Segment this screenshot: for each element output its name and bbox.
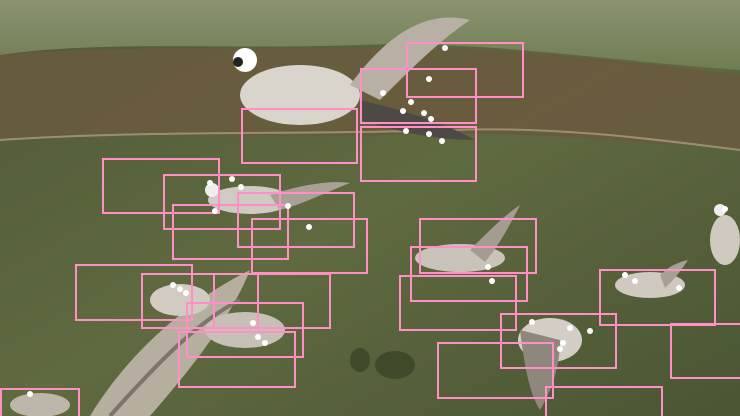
annotation-box — [361, 122, 477, 126]
keypoint — [212, 208, 218, 214]
goose-lower-left-wing — [90, 270, 285, 416]
keypoint — [622, 272, 628, 278]
cliff-band — [0, 47, 740, 150]
tree — [350, 348, 370, 372]
annotation-box — [599, 269, 716, 326]
keypoint — [403, 128, 409, 134]
annotation-box — [545, 386, 663, 416]
keypoint — [183, 290, 189, 296]
annotation-box — [437, 342, 554, 399]
keypoint — [262, 340, 268, 346]
goose-large-top — [233, 17, 475, 140]
goose-bottom-left — [10, 393, 70, 416]
keypoint — [380, 90, 386, 96]
annotation-box — [186, 302, 304, 358]
keypoint — [421, 110, 427, 116]
annotation-box — [670, 323, 740, 379]
annotation-box — [360, 68, 477, 124]
keypoint — [207, 180, 213, 186]
annotation-box — [75, 264, 193, 321]
keypoint — [426, 131, 432, 137]
goose-lower-right — [518, 318, 582, 410]
upper-field — [0, 0, 740, 70]
keypoint — [400, 108, 406, 114]
keypoint — [238, 184, 244, 190]
annotation-box — [213, 273, 331, 329]
annotation-box — [163, 174, 281, 230]
keypoint — [255, 334, 261, 340]
annotation-box — [410, 246, 528, 302]
keypoint — [722, 206, 728, 212]
keypoint — [557, 346, 563, 352]
keypoint — [632, 278, 638, 284]
keypoint — [529, 319, 535, 325]
keypoint — [676, 285, 682, 291]
keypoint — [587, 328, 593, 334]
annotation-box — [360, 126, 477, 182]
annotation-box — [406, 42, 524, 98]
keypoint — [426, 76, 432, 82]
annotation-box — [172, 204, 289, 260]
keypoint — [408, 99, 414, 105]
keypoint — [485, 264, 491, 270]
annotation-box — [237, 192, 355, 248]
annotation-box — [141, 273, 259, 329]
annotation-box — [500, 313, 617, 369]
keypoint — [489, 278, 495, 284]
tree — [375, 351, 415, 379]
keypoint — [285, 203, 291, 209]
annotation-box — [178, 331, 296, 388]
annotation-box — [0, 388, 80, 416]
keypoint — [306, 224, 312, 230]
keypoint — [229, 176, 235, 182]
keypoint — [442, 45, 448, 51]
keypoint — [27, 391, 33, 397]
keypoint — [560, 340, 566, 346]
annotation-box — [399, 275, 517, 331]
keypoint — [170, 282, 176, 288]
annotation-box — [102, 158, 220, 214]
keypoint — [177, 286, 183, 292]
keypoint — [428, 116, 434, 122]
annotation-box — [241, 108, 358, 164]
keypoint — [439, 138, 445, 144]
keypoint — [567, 325, 573, 331]
keypoint — [250, 320, 256, 326]
